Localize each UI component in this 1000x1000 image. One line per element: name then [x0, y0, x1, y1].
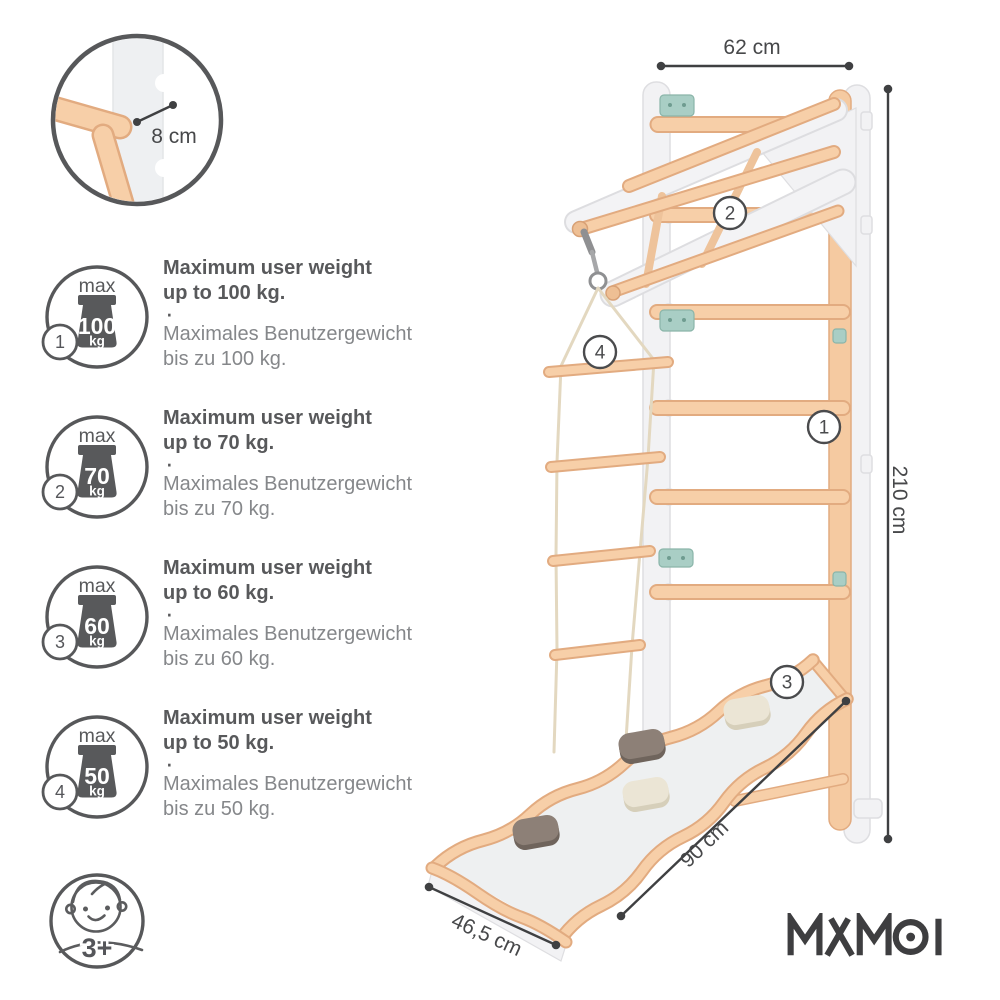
svg-text:2: 2: [55, 482, 65, 502]
svg-text:4: 4: [55, 782, 65, 802]
child-ear: [116, 900, 128, 912]
logo-letter-a: [824, 917, 855, 957]
max-label: max: [79, 275, 116, 297]
top-pullup-extension: [564, 97, 857, 308]
spec-item-60kg: max 60 kg 3 Maximum user weight up to 60…: [41, 556, 471, 681]
child-shoulders: [58, 941, 144, 954]
number-badge: [41, 623, 79, 661]
separator-dot: ·: [165, 598, 174, 628]
weight-icon: [78, 445, 116, 455]
weight-value: 100: [78, 313, 116, 339]
svg-text:210 cm: 210 cm: [888, 466, 911, 535]
climbing-hold: [723, 694, 771, 731]
svg-text:3: 3: [55, 632, 65, 652]
wall-bracket: [658, 548, 694, 568]
spec-title: Maximum user weight: [163, 557, 372, 579]
dimension-height: 210 cm: [883, 84, 911, 844]
weight-unit: kg: [89, 334, 105, 349]
child-smile: [87, 914, 106, 922]
brand-logo-mark: [787, 908, 942, 957]
number-badge: [41, 323, 79, 361]
callout-badges: 1 2 3 4: [582, 195, 842, 700]
weight-unit: kg: [89, 634, 105, 649]
spec-subtitle: Maximales Benutzergewicht: [163, 773, 412, 795]
detail-leader-line: [136, 103, 174, 124]
wall-bracket-small: [832, 328, 847, 344]
wall-bracket-small: [832, 571, 847, 587]
svg-text:1: 1: [55, 332, 65, 352]
rope-ladder: [543, 286, 674, 754]
age-recommendation-icon: 3+: [49, 873, 145, 969]
callout-badge-1: 1: [806, 409, 842, 445]
callout-badge-3: 3: [769, 664, 805, 700]
wall-bracket: [659, 94, 695, 117]
weight-icon: [78, 745, 116, 755]
spec-item-70kg: max 70 kg 2 Maximum user weight up to 70…: [41, 406, 471, 531]
max-weight-icon: max 50 kg 4: [41, 715, 149, 819]
wall-bracket: [659, 309, 695, 332]
svg-text:1: 1: [819, 418, 830, 439]
max-label: max: [79, 575, 116, 597]
logo-letter-m: [787, 908, 823, 956]
separator-dot: ·: [165, 298, 174, 328]
wall-mount-tab: [860, 111, 873, 131]
mint-brackets: [658, 94, 847, 587]
max-label: max: [79, 725, 116, 747]
spec-title: Maximum user weight: [163, 257, 372, 279]
climbing-hold: [622, 776, 670, 813]
max-weight-icon: max 70 kg 2: [41, 415, 149, 519]
child-eye: [83, 906, 88, 912]
detail-measurement-label: 8 cm: [151, 125, 197, 148]
spec-item-100kg: max 100 kg 1 Maximum user weight up to 1…: [41, 256, 471, 381]
wall-mount-tab: [860, 454, 873, 474]
spec-title: Maximum user weight: [163, 407, 372, 429]
logo-letter-o-dot: [906, 932, 916, 942]
weight-icon: [78, 595, 116, 605]
climbing-slide: [425, 653, 854, 962]
max-label: max: [79, 425, 116, 447]
carabiner: [580, 228, 608, 291]
detail-zoom-callout: 8 cm: [50, 33, 224, 207]
wall-mount-tab: [860, 215, 873, 235]
weight-value: 60: [84, 613, 110, 639]
logo-letter-o: [892, 919, 929, 955]
number-badge: [41, 773, 79, 811]
climbing-hold: [618, 728, 666, 765]
weight-unit: kg: [89, 484, 105, 499]
weight-icon: [78, 295, 116, 305]
spec-subtitle: Maximales Benutzergewicht: [163, 323, 412, 345]
logo-letter-m: [856, 908, 892, 956]
spec-item-50kg: max 50 kg 4 Maximum user weight up to 50…: [41, 706, 471, 831]
spec-subtitle: Maximales Benutzergewicht: [163, 623, 412, 645]
max-weight-icon: max 60 kg 3: [41, 565, 149, 669]
max-weight-icon: max 100 kg 1: [41, 265, 149, 369]
svg-text:4: 4: [595, 343, 606, 364]
callout-badge-2: 2: [712, 195, 748, 231]
foot-bracket: [853, 798, 883, 819]
separator-dot: ·: [165, 748, 174, 778]
spec-subtitle: Maximales Benutzergewicht: [163, 473, 412, 495]
child-eye: [105, 905, 110, 911]
age-label: 3+: [82, 933, 113, 963]
weight-unit: kg: [89, 784, 105, 799]
climbing-hold: [512, 814, 560, 851]
callout-badge-4: 4: [582, 334, 618, 370]
weight-value: 70: [84, 463, 110, 489]
child-face-icon: [70, 881, 122, 933]
child-hair: [71, 879, 122, 904]
separator-dot: ·: [165, 448, 174, 478]
spec-title: Maximum user weight: [163, 707, 372, 729]
brand-logo: MAMOI: [786, 908, 946, 966]
weight-value: 50: [84, 763, 110, 789]
dimension-top-width: 62 cm: [656, 36, 854, 71]
svg-text:62 cm: 62 cm: [723, 36, 780, 59]
svg-text:2: 2: [725, 204, 736, 225]
number-badge: [41, 473, 79, 511]
svg-text:3: 3: [782, 673, 793, 694]
